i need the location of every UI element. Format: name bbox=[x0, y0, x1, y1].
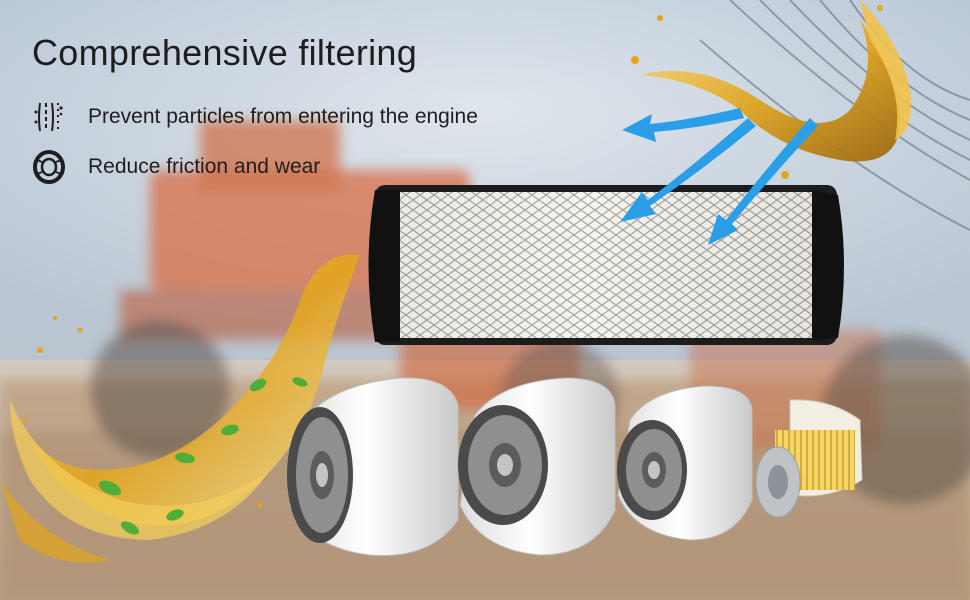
particles-icon bbox=[32, 100, 66, 134]
fuel-filter-image bbox=[755, 399, 863, 518]
airflow-arrow-3 bbox=[708, 118, 818, 245]
feature-reduce-friction: Reduce friction and wear bbox=[32, 150, 320, 184]
oil-filter-image-2 bbox=[458, 377, 616, 556]
feature-text: Prevent particles from entering the engi… bbox=[88, 105, 478, 128]
airflow-arrow-1 bbox=[622, 108, 744, 142]
oil-filter-image-1 bbox=[287, 377, 459, 557]
airflow-arrow-2 bbox=[620, 118, 756, 222]
headline: Comprehensive filtering bbox=[32, 32, 418, 73]
oil-filter-image-3 bbox=[617, 385, 753, 541]
feature-text: Reduce friction and wear bbox=[88, 155, 321, 178]
tire-icon bbox=[32, 150, 66, 184]
feature-prevent-particles: Prevent particles from entering the engi… bbox=[32, 100, 478, 134]
